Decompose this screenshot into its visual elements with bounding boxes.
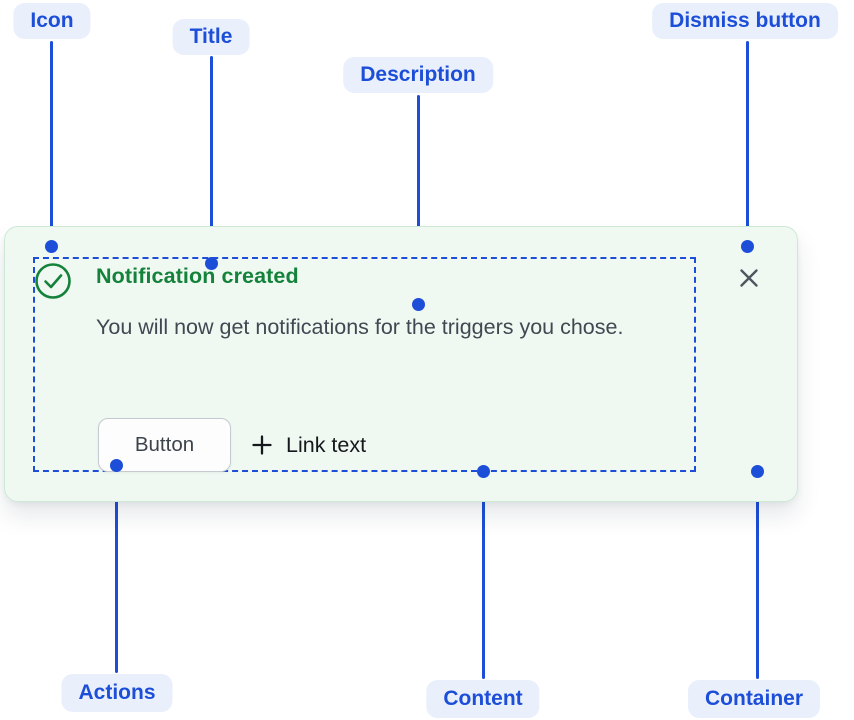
notification-description: You will now get notifications for the t… [96, 315, 624, 339]
content-label: Content [426, 680, 540, 718]
action-link-label: Link text [286, 432, 367, 457]
actions-connector-line [114, 466, 118, 673]
icon-label: Icon [13, 3, 91, 39]
notification-title: Notification created [96, 264, 299, 288]
action-link[interactable]: Link text [251, 423, 366, 467]
plus-icon [251, 434, 273, 456]
icon-connector-dot [45, 240, 58, 253]
actions-connector-dot [109, 459, 123, 472]
title-connector-line [210, 56, 213, 264]
content-connector-line [482, 472, 485, 679]
check-circle-icon [34, 262, 72, 300]
actions-label: Actions [61, 674, 173, 712]
content-region-outline [33, 257, 696, 472]
description-connector-dot [412, 298, 425, 311]
notification-container: Notification created You will now get no… [4, 226, 798, 502]
container-connector-line [755, 472, 759, 679]
content-connector-dot [477, 465, 490, 478]
title-connector-dot [205, 257, 218, 270]
close-x-icon [740, 269, 758, 287]
dismiss-connector-dot [740, 240, 754, 253]
description-label: Description [343, 57, 493, 93]
container-label: Container [687, 680, 821, 718]
dismiss-button-label: Dismiss button [652, 3, 838, 39]
dismiss-button[interactable] [734, 263, 764, 293]
container-connector-dot [750, 465, 764, 478]
title-label: Title [172, 19, 250, 55]
icon-connector-line [50, 41, 53, 247]
dismiss-connector-line [745, 41, 749, 247]
description-connector-line [417, 95, 420, 305]
